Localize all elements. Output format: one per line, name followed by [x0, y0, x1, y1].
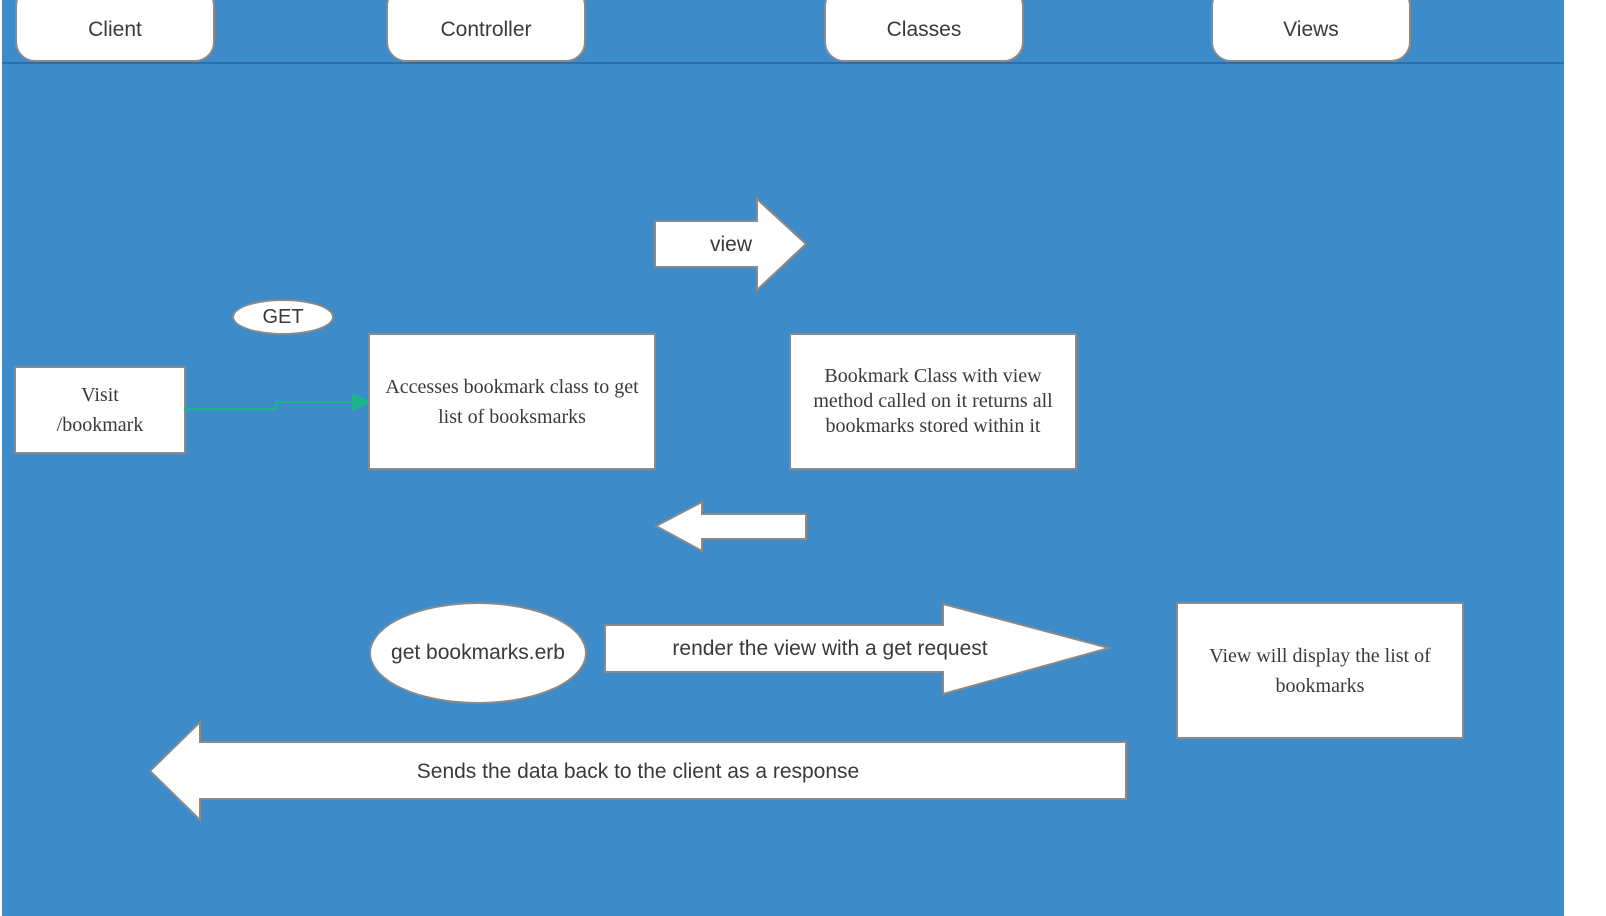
lane-header-client-label: Client — [88, 18, 142, 41]
lane-header-classes-label: Classes — [886, 18, 962, 41]
response-arrow-label: Sends the data back to the client as a r… — [416, 760, 860, 783]
bookmark-class-node[interactable]: Bookmark Class with view method called o… — [789, 333, 1077, 470]
lane-header-controller-label: Controller — [440, 18, 532, 41]
view-display-node[interactable]: View will display the list of bookmarks — [1176, 602, 1464, 739]
right-margin — [1564, 0, 1606, 916]
swimlane-board: Client Controller Classes Views view GET… — [2, 0, 1564, 916]
view-arrow[interactable] — [654, 196, 808, 293]
lane-header-views-label: Views — [1283, 18, 1339, 41]
render-arrow[interactable] — [603, 602, 1113, 696]
get-method-label[interactable]: GET — [232, 299, 334, 335]
client-to-controller-connector[interactable] — [184, 390, 378, 414]
render-arrow-label: render the view with a get request — [672, 637, 988, 660]
view-arrow-label: view — [709, 233, 752, 256]
lane-header-controller[interactable]: Controller — [386, 0, 586, 62]
visit-bookmark-node[interactable]: Visit /bookmark — [14, 366, 186, 454]
accesses-bookmark-class-node[interactable]: Accesses bookmark class to get list of b… — [368, 333, 656, 470]
lane-header-views[interactable]: Views — [1211, 0, 1411, 62]
response-arrow[interactable] — [148, 719, 1130, 824]
lane-header-divider — [2, 62, 1564, 64]
return-arrow[interactable] — [653, 500, 810, 554]
lane-header-client[interactable]: Client — [15, 0, 215, 62]
lane-header-classes[interactable]: Classes — [824, 0, 1024, 62]
get-bookmarks-erb-node[interactable]: get bookmarks.erb — [369, 602, 587, 704]
